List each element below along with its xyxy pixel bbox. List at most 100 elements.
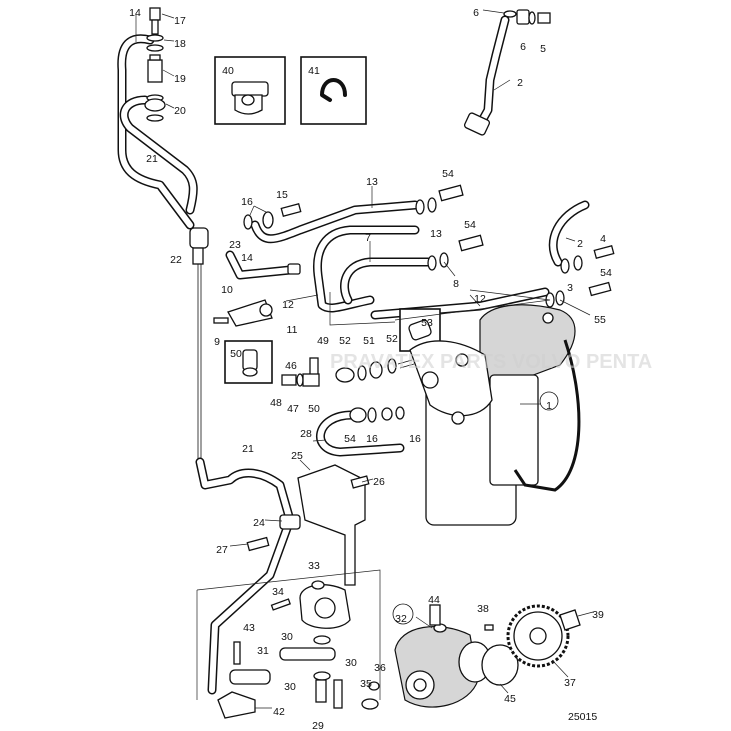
callout-c25: 25: [291, 450, 303, 462]
callout-c21b: 21: [242, 443, 254, 455]
callout-c27: 27: [216, 544, 228, 556]
callout-c36: 36: [374, 662, 386, 674]
drawing-number: 25015: [568, 711, 597, 723]
fuel-filter-housing-1: [409, 304, 581, 526]
fittings-5-6: [503, 9, 551, 25]
callout-c43: 43: [243, 622, 255, 634]
callout-c30a: 30: [281, 631, 293, 643]
detail-box-41: [300, 56, 367, 125]
feed-pump-33: [299, 580, 351, 629]
callout-c21a: 21: [146, 153, 158, 165]
callout-c46: 46: [285, 360, 297, 372]
callout-c28: 28: [300, 428, 312, 440]
callout-c31: 31: [257, 645, 269, 657]
callout-c52a: 52: [339, 335, 351, 347]
callout-c35: 35: [360, 678, 372, 690]
callout-c37: 37: [564, 677, 576, 689]
callout-c11: 11: [287, 324, 298, 336]
nipple-19: [147, 54, 163, 83]
tee-fitting-22: [189, 227, 209, 460]
callout-c13a: 13: [366, 176, 378, 188]
assembly-frame-lines: [196, 289, 551, 700]
callout-c44: 44: [428, 594, 440, 606]
callout-c54c: 54: [600, 267, 612, 279]
callout-c17: 17: [174, 15, 186, 27]
callout-c41: 41: [308, 65, 320, 77]
callout-c2a: 2: [517, 77, 523, 89]
detail-box-40: [214, 56, 286, 125]
callout-c16c: 16: [409, 433, 421, 445]
callout-c9: 9: [214, 336, 220, 348]
callout-c24: 24: [253, 517, 265, 529]
callout-c26: 26: [373, 476, 385, 488]
callout-c6b: 6: [520, 41, 526, 53]
callout-c2b: 2: [577, 238, 583, 250]
watermark: PRAVATEX PARTS VOLVO PENTA: [330, 351, 652, 373]
callout-c16b: 16: [366, 433, 378, 445]
callout-c47: 47: [287, 403, 299, 415]
callout-c16a: 16: [241, 196, 253, 208]
callout-c29: 29: [312, 720, 324, 731]
callout-c4: 4: [600, 233, 606, 245]
fittings-46-52: [281, 357, 415, 387]
washers-and-bolts-mid: [243, 184, 615, 308]
pipe-2-lower: [548, 200, 590, 267]
pipe-13: [250, 200, 420, 313]
callout-c50a: 50: [230, 348, 242, 360]
callout-c14b: 14: [241, 252, 253, 264]
callout-c40: 40: [222, 65, 234, 77]
callout-c34: 34: [272, 586, 284, 598]
callout-c38: 38: [477, 603, 489, 615]
callout-c48: 48: [270, 397, 282, 409]
fittings-29-31-43: [217, 598, 343, 719]
callout-c22: 22: [170, 254, 182, 266]
callout-c55: 55: [594, 314, 606, 326]
callout-c49: 49: [317, 335, 329, 347]
bracket-10: [213, 299, 273, 327]
callout-c14: 14: [129, 7, 141, 19]
callout-c45: 45: [504, 693, 516, 705]
callout-c33: 33: [308, 560, 320, 572]
callout-c1: 1: [546, 400, 552, 412]
callout-c13b: 13: [430, 228, 442, 240]
return-pipe-14-21: [117, 34, 198, 230]
callout-c10: 10: [221, 284, 233, 296]
pipe-7: [340, 257, 433, 305]
callout-c19: 19: [174, 73, 186, 85]
callout-c39: 39: [592, 609, 604, 621]
callout-c51: 51: [363, 335, 375, 347]
callout-c54b: 54: [464, 219, 476, 231]
pipe-28: [316, 406, 405, 457]
detail-box-50: [224, 340, 273, 384]
gear-37: [506, 604, 581, 668]
callout-c20: 20: [174, 105, 186, 117]
callout-c23: 23: [229, 239, 241, 251]
pipe-2-upper: [463, 15, 510, 136]
callout-c15: 15: [276, 189, 288, 201]
callout-c54d: 54: [344, 433, 356, 445]
washers-18: [146, 34, 164, 52]
banjo-bolt-17: [149, 7, 161, 35]
callout-c30b: 30: [345, 657, 357, 669]
banjo-fitting-20: [144, 94, 166, 122]
callout-c30c: 30: [284, 681, 296, 693]
callout-c8: 8: [453, 278, 459, 290]
callout-c6a: 6: [473, 7, 479, 19]
pipe-14-lower: [225, 250, 295, 280]
callout-c50b: 50: [308, 403, 320, 415]
callout-c42: 42: [273, 706, 285, 718]
callout-ring-32: [392, 603, 414, 625]
callout-c5: 5: [540, 43, 546, 55]
callout-c18: 18: [174, 38, 186, 50]
bracket-25: [246, 464, 370, 586]
callout-c12b: 12: [474, 293, 486, 305]
callout-c12a: 12: [282, 299, 294, 311]
callout-c54a: 54: [442, 168, 454, 180]
callout-c7: 7: [365, 232, 371, 244]
callout-ring-1: [539, 391, 559, 411]
callout-c3: 3: [567, 282, 573, 294]
callout-c52b: 52: [386, 333, 398, 345]
callout-c32: 32: [395, 613, 407, 625]
